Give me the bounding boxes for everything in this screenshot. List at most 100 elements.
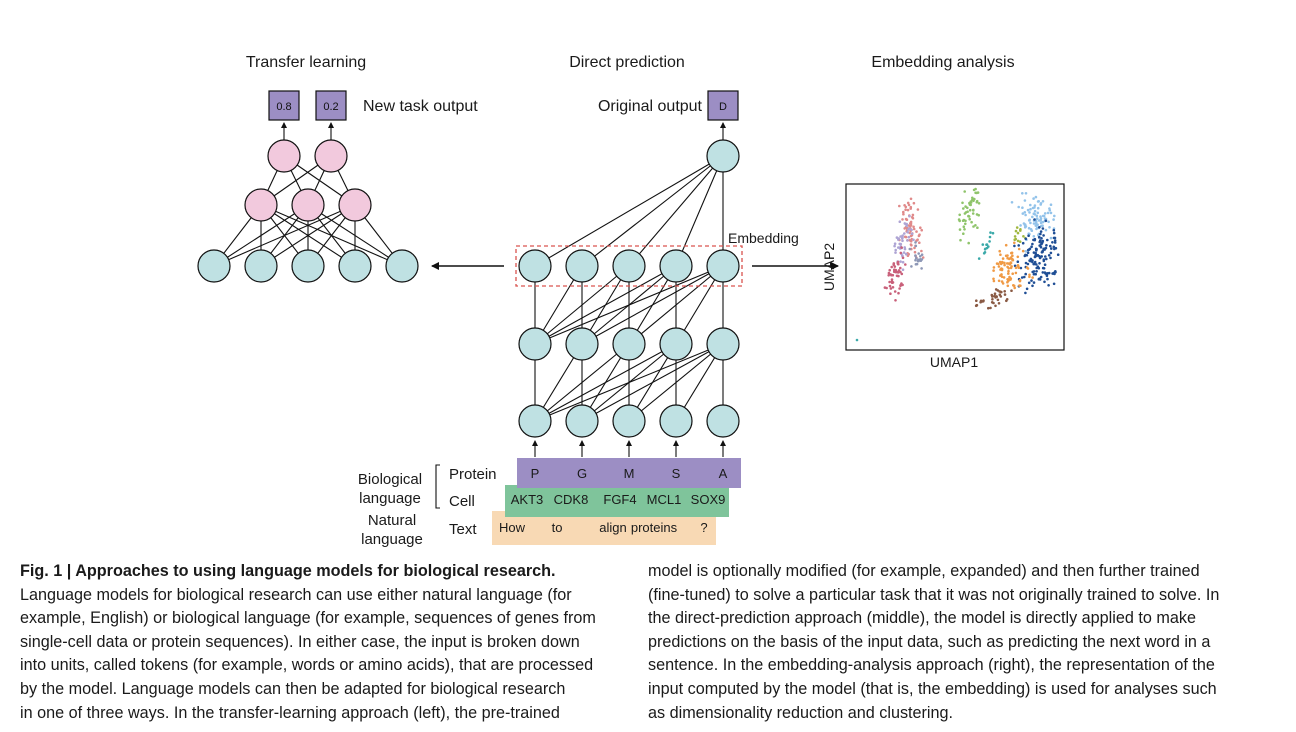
umap-point xyxy=(1048,226,1051,229)
umap-point xyxy=(1011,254,1014,257)
umap-point xyxy=(1053,236,1057,240)
umap-point xyxy=(1037,219,1041,222)
transfer-edge xyxy=(260,204,356,267)
umap-point xyxy=(1017,244,1020,247)
umap-point xyxy=(915,262,919,266)
umap-point xyxy=(976,226,979,229)
umap-point xyxy=(1007,269,1010,273)
umap-point xyxy=(901,234,904,237)
umap-point xyxy=(906,230,909,234)
umap-point xyxy=(1021,192,1024,195)
small-arrows xyxy=(281,122,726,457)
umap-point xyxy=(906,201,910,205)
umap-point xyxy=(1049,211,1053,215)
umap-point xyxy=(992,269,995,272)
text-token: align xyxy=(599,520,626,535)
umap-point xyxy=(899,242,903,246)
umap-point xyxy=(1036,211,1040,215)
umap-points xyxy=(855,187,1060,342)
umap-point xyxy=(1031,259,1034,262)
umap-point xyxy=(914,256,918,260)
umap-point xyxy=(1041,200,1045,203)
caption-right-line-1: model is optionally modified (for exampl… xyxy=(648,562,1200,580)
umap-point xyxy=(1013,244,1016,248)
umap-point xyxy=(916,238,919,241)
umap-point xyxy=(1000,268,1004,272)
caption-right-line-2: (fine-tuned) to solve a particular task … xyxy=(648,585,1220,604)
umap-point xyxy=(911,216,915,220)
umap-point xyxy=(888,284,892,288)
umap-point xyxy=(921,256,925,259)
umap-point xyxy=(1010,251,1014,255)
umap-point xyxy=(1010,289,1013,293)
umap-point xyxy=(1042,214,1046,218)
umap-point xyxy=(1005,262,1009,265)
umap-point xyxy=(887,274,890,277)
input-node xyxy=(565,404,599,438)
umap-point xyxy=(1047,284,1050,287)
umap-point xyxy=(1046,238,1049,242)
umap-point xyxy=(1014,271,1018,275)
umap-point xyxy=(1039,230,1043,233)
input-node xyxy=(518,404,552,438)
direct-edge xyxy=(534,155,724,267)
umap-point xyxy=(899,270,902,274)
umap-point xyxy=(1025,287,1029,291)
umap-point xyxy=(903,246,906,249)
output-value-2: 0.2 xyxy=(323,101,338,113)
umap-point xyxy=(1023,211,1027,214)
umap-point xyxy=(1018,240,1022,243)
umap-point xyxy=(982,300,985,303)
umap-point xyxy=(1049,203,1053,206)
umap-point xyxy=(1015,226,1019,229)
umap-point xyxy=(1016,239,1020,243)
umap-point xyxy=(912,225,915,229)
umap-point xyxy=(899,283,902,287)
umap-point xyxy=(1038,256,1042,260)
umap-point xyxy=(1008,257,1012,260)
umap-point xyxy=(904,263,907,266)
umap-point xyxy=(1038,240,1041,244)
umap-point xyxy=(898,220,902,223)
umap-point xyxy=(963,190,966,193)
umap-point xyxy=(1037,236,1041,239)
umap-point xyxy=(998,249,1001,253)
caption-right-line-6: input computed by the model (that is, th… xyxy=(648,679,1217,698)
umap-point xyxy=(1032,272,1036,276)
natural-label-line2: language xyxy=(361,531,423,548)
umap-point xyxy=(1019,284,1022,288)
umap-point xyxy=(995,262,999,265)
umap-point xyxy=(1001,282,1005,285)
umap-point xyxy=(963,212,967,215)
umap-point xyxy=(897,291,900,295)
umap-point xyxy=(1034,224,1038,227)
umap-point xyxy=(996,298,1000,302)
umap-point xyxy=(1022,235,1025,238)
umap-point xyxy=(904,252,908,256)
umap-point xyxy=(1033,213,1037,216)
umap-point xyxy=(1028,259,1031,262)
umap-point xyxy=(1031,276,1034,279)
umap-point xyxy=(1052,218,1055,221)
umap-point xyxy=(1030,245,1033,248)
transfer-input-node xyxy=(385,249,419,283)
umap-point xyxy=(1051,241,1054,244)
umap-point xyxy=(1004,254,1008,258)
protein-token: P xyxy=(531,466,540,481)
umap-point xyxy=(1018,278,1022,282)
transfer-hidden-node xyxy=(244,188,278,222)
umap-point xyxy=(968,217,971,221)
umap-point xyxy=(902,212,905,216)
umap-point xyxy=(898,204,901,208)
umap-point xyxy=(896,262,900,266)
umap-point xyxy=(914,241,917,244)
umap-point xyxy=(919,254,922,258)
umap-point xyxy=(1000,261,1003,265)
cell-label: Cell xyxy=(449,493,475,510)
umap-point xyxy=(1048,207,1051,210)
umap-point xyxy=(1051,272,1054,275)
umap-point xyxy=(977,202,981,205)
umap-point xyxy=(997,302,1001,305)
umap-point xyxy=(898,287,901,290)
umap-point xyxy=(997,265,1001,268)
